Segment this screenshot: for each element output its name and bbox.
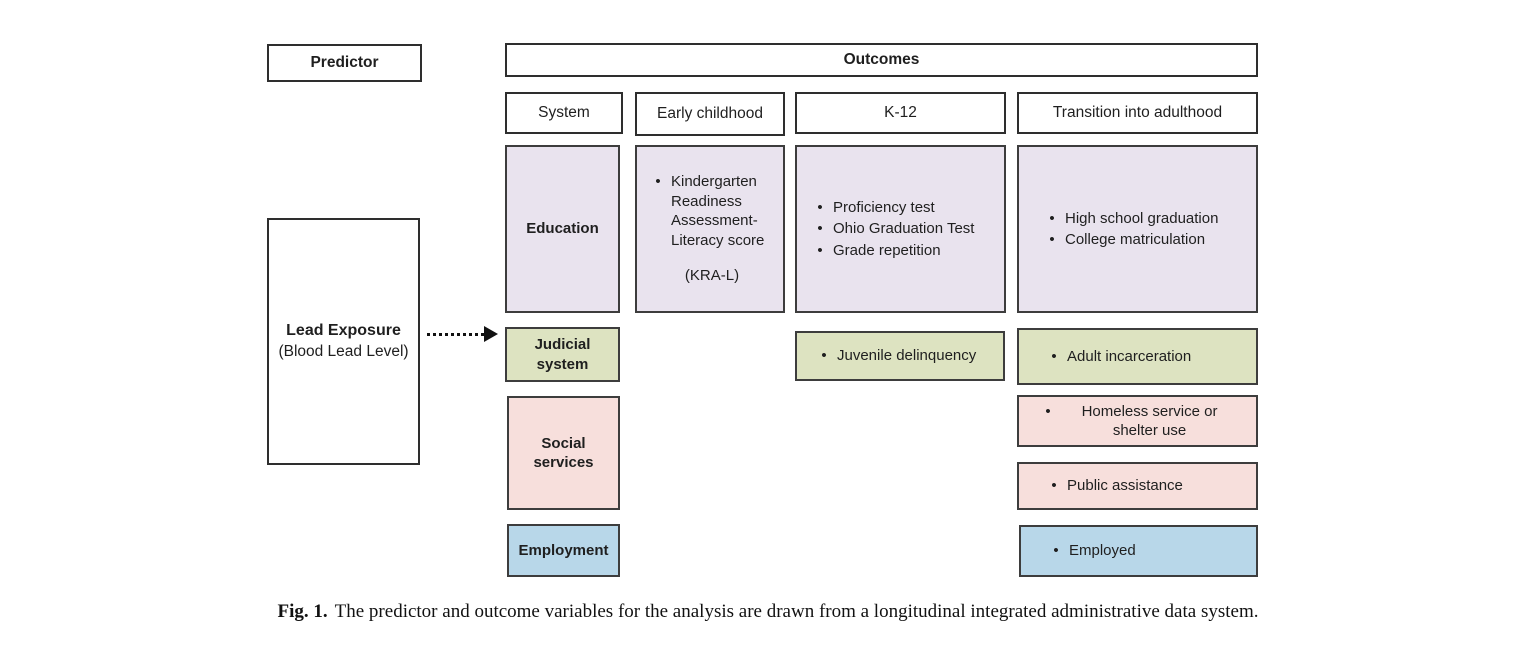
bullet-text: Employed bbox=[1069, 542, 1136, 560]
predictor-header-label: Predictor bbox=[310, 54, 379, 72]
column-header-system-label: System bbox=[538, 104, 590, 122]
bullet-text: Juvenile delinquency bbox=[837, 347, 977, 365]
cell-adulthood-social-assistance: • Public assistance bbox=[1017, 462, 1258, 510]
column-header-k12-label: K-12 bbox=[884, 104, 917, 122]
dotted-line-icon bbox=[427, 332, 484, 336]
lead-exposure-box: Lead Exposure (Blood Lead Level) bbox=[267, 218, 420, 465]
bullet-text: Kindergarten Readiness Assessment-Litera… bbox=[671, 173, 765, 249]
outcomes-header-box: Outcomes bbox=[505, 43, 1258, 77]
bullet-text: Adult incarceration bbox=[1067, 347, 1192, 365]
system-label-social-services: Social services bbox=[533, 434, 594, 472]
bullet-icon: • bbox=[1051, 477, 1057, 495]
bullet-icon: • bbox=[817, 241, 823, 259]
bullet-text: Ohio Graduation Test bbox=[833, 220, 975, 238]
arrowhead-icon bbox=[484, 326, 498, 342]
outcomes-header-label: Outcomes bbox=[843, 51, 920, 69]
bullet-item: • Ohio Graduation Test bbox=[807, 219, 1000, 239]
bullet-item: • College matriculation bbox=[1039, 230, 1252, 250]
bullet-list: • Kindergarten Readiness Assessment-Lite… bbox=[645, 172, 779, 286]
bullet-icon: • bbox=[1045, 402, 1051, 420]
bullet-icon: • bbox=[817, 220, 823, 238]
bullet-item: • Juvenile delinquency bbox=[811, 346, 999, 366]
bullet-text: Homeless service or shelter use bbox=[1081, 402, 1218, 440]
bullet-icon: • bbox=[1049, 231, 1055, 248]
kra-note: (KRA-L) bbox=[684, 267, 740, 285]
system-box-judicial: Judicial system bbox=[505, 327, 620, 382]
column-header-k12: K-12 bbox=[795, 92, 1006, 134]
bullet-item: • Adult incarceration bbox=[1041, 347, 1252, 367]
bullet-text: Public assistance bbox=[1067, 477, 1183, 495]
system-label-education: Education bbox=[526, 220, 599, 238]
cell-adulthood-social-shelter: • Homeless service or shelter use bbox=[1017, 395, 1258, 447]
bullet-list: • Public assistance bbox=[1041, 476, 1252, 496]
figure-caption-text: The predictor and outcome variables for … bbox=[334, 601, 1259, 622]
cell-early-childhood-education: • Kindergarten Readiness Assessment-Lite… bbox=[635, 145, 785, 313]
column-header-early-childhood: Early childhood bbox=[635, 92, 785, 136]
bullet-text: High school graduation bbox=[1065, 209, 1219, 227]
bullet-item: • Public assistance bbox=[1041, 476, 1252, 496]
bullet-item: • High school graduation bbox=[1039, 209, 1252, 229]
column-header-early-childhood-label: Early childhood bbox=[657, 105, 763, 123]
bullet-item: • Proficiency test bbox=[807, 198, 1000, 218]
cell-adulthood-judicial: • Adult incarceration bbox=[1017, 328, 1258, 385]
system-box-employment: Employment bbox=[507, 524, 620, 577]
predictor-to-outcomes-arrow bbox=[427, 326, 500, 342]
bullet-item: • Kindergarten Readiness Assessment-Lite… bbox=[645, 172, 779, 250]
system-label-employment: Employment bbox=[518, 541, 609, 559]
bullet-icon: • bbox=[655, 173, 661, 191]
bullet-icon: • bbox=[1053, 542, 1059, 560]
figure-caption-label: Fig. 1. bbox=[277, 601, 328, 622]
bullet-text: College matriculation bbox=[1065, 231, 1206, 248]
bullet-item: • Employed bbox=[1043, 541, 1252, 561]
bullet-icon: • bbox=[817, 198, 823, 216]
bullet-list: • Proficiency test • Ohio Graduation Tes… bbox=[807, 198, 1000, 261]
column-header-system: System bbox=[505, 92, 623, 134]
system-label-judicial: Judicial system bbox=[534, 336, 591, 373]
bullet-icon: • bbox=[1051, 347, 1057, 365]
cell-adulthood-employment: • Employed bbox=[1019, 525, 1258, 577]
column-header-adulthood: Transition into adulthood bbox=[1017, 92, 1258, 134]
lead-exposure-subtitle: (Blood Lead Level) bbox=[278, 342, 409, 360]
bullet-list: • Employed bbox=[1043, 541, 1252, 561]
bullet-list: • Juvenile delinquency bbox=[811, 346, 999, 366]
bullet-text: Grade repetition bbox=[833, 241, 941, 259]
bullet-icon: • bbox=[821, 347, 827, 365]
bullet-item: • Grade repetition bbox=[807, 241, 1000, 261]
bullet-icon: • bbox=[1049, 209, 1055, 227]
bullet-list: • High school graduation • College matri… bbox=[1039, 209, 1252, 250]
bullet-list: • Homeless service or shelter use bbox=[1035, 402, 1242, 441]
bullet-text: Proficiency test bbox=[833, 198, 935, 216]
bullet-item: • Homeless service or shelter use bbox=[1035, 402, 1242, 441]
column-header-adulthood-label: Transition into adulthood bbox=[1052, 104, 1223, 122]
cell-k12-education: • Proficiency test • Ohio Graduation Tes… bbox=[795, 145, 1006, 313]
cell-k12-judicial: • Juvenile delinquency bbox=[795, 331, 1005, 381]
predictor-header-box: Predictor bbox=[267, 44, 422, 82]
system-box-education: Education bbox=[505, 145, 620, 313]
lead-exposure-title: Lead Exposure bbox=[286, 322, 401, 340]
cell-adulthood-education: • High school graduation • College matri… bbox=[1017, 145, 1258, 313]
system-box-social-services: Social services bbox=[507, 396, 620, 510]
figure-caption: Fig. 1. The predictor and outcome variabl… bbox=[0, 601, 1536, 623]
bullet-list: • Adult incarceration bbox=[1041, 347, 1252, 367]
